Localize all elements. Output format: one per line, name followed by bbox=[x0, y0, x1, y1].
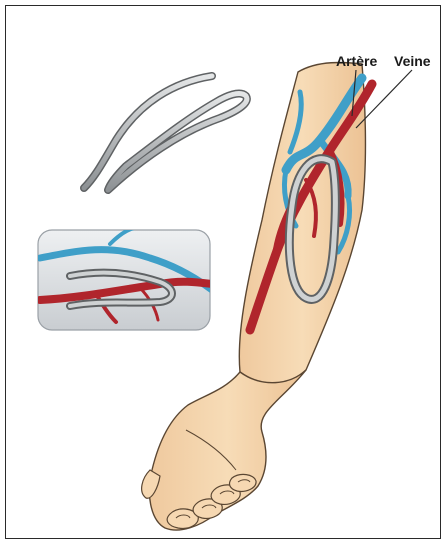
graft-tube bbox=[84, 76, 247, 190]
vein-label: Veine bbox=[394, 54, 431, 68]
artery-label: Artère bbox=[336, 54, 377, 68]
inset-closeup bbox=[38, 228, 212, 330]
hand-skin bbox=[149, 370, 306, 530]
